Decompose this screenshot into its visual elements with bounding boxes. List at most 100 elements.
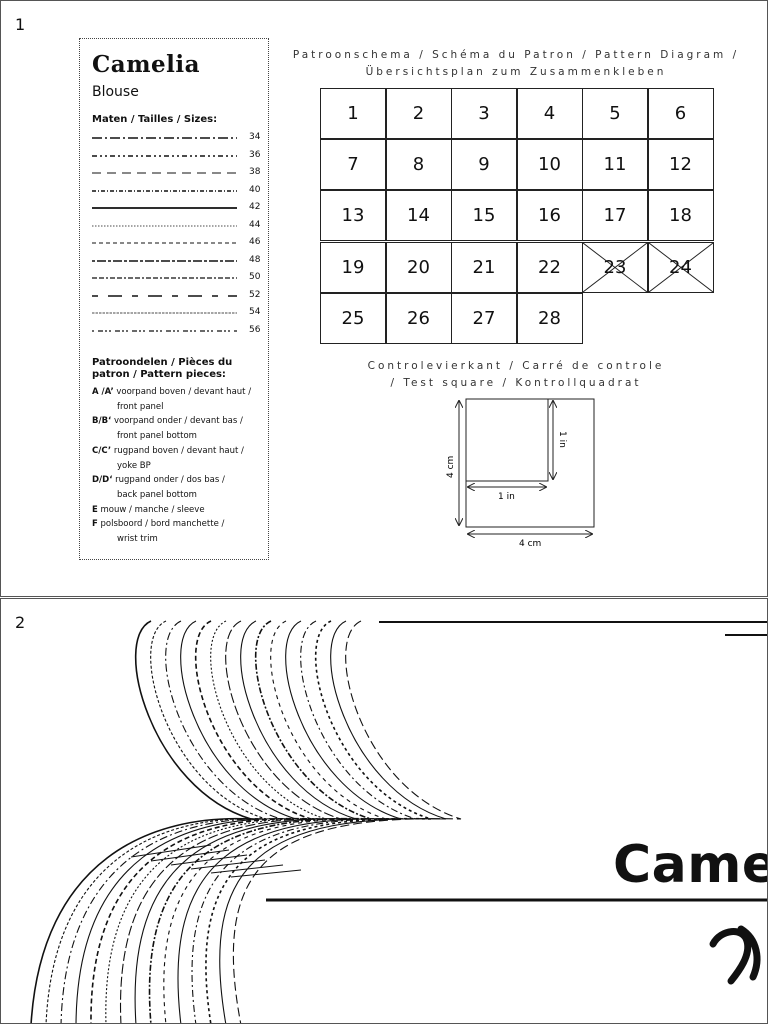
page-number: 1 — [15, 15, 26, 34]
grid-cell-number: 22 — [538, 256, 561, 278]
grid-cell-number: 15 — [472, 205, 496, 227]
pattern-curve-line — [163, 620, 387, 1023]
piece-description: rugpand onder / dos bas / — [115, 475, 225, 486]
grid-cell-17: 17 — [582, 190, 648, 242]
size-line-40: 40 — [92, 183, 264, 201]
pattern-curve-line — [232, 620, 462, 1023]
label-1in-vertical: 1 in — [557, 431, 567, 448]
size-number: 46 — [249, 237, 261, 247]
size-line-stroke — [92, 137, 237, 139]
grid-cell-number: 3 — [478, 103, 490, 124]
grid-cell-20: 20 — [385, 241, 452, 293]
size-line-52: 52 — [92, 288, 264, 306]
pattern-page-1: 1 Camelia Blouse Maten / Tailles / Sizes… — [0, 0, 768, 597]
size-number: 56 — [249, 324, 261, 335]
grid-cell-number: 7 — [347, 154, 359, 176]
grid-cell-number: 10 — [538, 154, 561, 176]
size-number: 40 — [249, 184, 261, 195]
grid-cell-number: 28 — [538, 307, 561, 329]
grid-cell-26: 26 — [385, 292, 452, 344]
size-number: 54 — [249, 307, 261, 317]
diagram-heading-line2: Übersichtsplan zum Zusammenkleben — [365, 66, 667, 78]
size-number: 42 — [249, 202, 261, 212]
size-line-stroke — [92, 259, 237, 262]
grid-cell-23: 23 — [582, 241, 648, 293]
piece-description: voorpand onder / devant bas / — [114, 416, 243, 427]
pattern-piece-item: D/D‘ rugpand onder / dos bas / — [92, 473, 267, 488]
pattern-curve-line — [177, 620, 402, 1023]
diagram-heading-line1: Patroonschema / Schéma du Patron / Patte… — [292, 49, 740, 61]
piece-code: E — [92, 504, 98, 515]
pattern-page-2: 2 Camel — [0, 598, 768, 1024]
size-line-stroke — [92, 225, 237, 226]
square-1in-outline — [465, 398, 549, 482]
grid-cell-16: 16 — [516, 190, 583, 242]
label-1in-horizontal: 1 in — [498, 492, 515, 502]
size-legend-panel: Camelia Blouse Maten / Tailles / Sizes: … — [79, 38, 269, 560]
grid-cell-6: 6 — [647, 88, 714, 139]
grid-cell-10: 10 — [516, 139, 583, 191]
pattern-subtitle: Blouse — [92, 84, 139, 100]
piece-code: B/B‘ — [92, 416, 112, 427]
test-square-heading-line2: / Test square / Kontrollquadrat — [390, 377, 642, 389]
size-line-stroke — [92, 277, 237, 279]
pattern-curve-line — [30, 620, 252, 1023]
pattern-curve-line — [148, 620, 372, 1023]
grid-cell-24: 24 — [647, 241, 714, 293]
grid-cell-number: 17 — [603, 205, 627, 227]
grid-cell-14: 14 — [385, 190, 452, 242]
grid-cell-13: 13 — [320, 190, 386, 242]
test-square: 4 cm 1 in 1 in 4 cm — [446, 398, 595, 549]
grid-cell-9: 9 — [451, 139, 517, 191]
size-line-stroke — [92, 329, 237, 332]
cross-out-mark — [648, 242, 713, 292]
size-number: 50 — [249, 272, 261, 282]
piece-description: voorpand boven / devant haut / — [116, 387, 252, 397]
test-square-heading: Controlevierkant / Carré de controle / T… — [321, 358, 711, 392]
pattern-pieces-label: Patroondelen / Pièces du patron / Patter… — [92, 357, 233, 380]
size-line-stroke — [92, 312, 237, 314]
piece-description-line2: back panel bottom — [117, 489, 197, 500]
piece-description-line2: wrist trim — [117, 534, 158, 545]
grid-cell-8: 8 — [385, 139, 452, 191]
grid-cell-11: 11 — [582, 139, 648, 191]
pattern-curve-line — [60, 620, 282, 1023]
grid-cell-25: 25 — [320, 292, 386, 344]
test-square-heading-line1: Controlevierkant / Carré de controle — [367, 360, 665, 372]
grid-cell-number: 13 — [341, 205, 365, 227]
page-number: 2 — [15, 613, 26, 632]
piece-code: C/C’ — [92, 445, 112, 456]
sizes-label: Maten / Tailles / Sizes: — [92, 114, 218, 125]
piece-description: mouw / manche / sleeve — [100, 504, 205, 515]
grid-cell-3: 3 — [451, 88, 517, 139]
pattern-cross-line — [150, 849, 230, 862]
grid-cell-1: 1 — [320, 88, 386, 139]
size-number: 44 — [249, 219, 261, 230]
pattern-cross-line — [190, 859, 266, 870]
piece-description-line2: yoke BP — [117, 460, 151, 471]
grid-cell-number: 18 — [669, 205, 692, 227]
grid-cell-15: 15 — [451, 190, 517, 242]
piece-code: F — [92, 519, 98, 530]
grid-cell-22: 22 — [516, 241, 583, 293]
square-4cm-outline — [465, 398, 595, 528]
grid-cell-7: 7 — [320, 139, 386, 191]
grid-cell-number: 20 — [407, 256, 430, 278]
grid-cell-number: 16 — [538, 205, 561, 227]
label-4cm-vertical: 4 cm — [446, 456, 456, 478]
piece-code: A /A’ — [92, 387, 114, 397]
pattern-piece-item: E mouw / manche / sleeve — [92, 503, 267, 518]
size-number: 36 — [249, 149, 261, 160]
grid-cell-5: 5 — [582, 88, 648, 139]
pattern-curve-line — [205, 620, 432, 1023]
size-line-56: 56 — [92, 323, 264, 341]
size-number: 34 — [249, 132, 261, 142]
page2-title: Camel — [613, 835, 767, 895]
piece-description-line2: front panel bottom — [117, 431, 197, 442]
grid-cell-21: 21 — [451, 241, 517, 293]
grid-cell-number: 8 — [412, 154, 425, 176]
size-line-38: 38 — [92, 165, 264, 183]
pattern-cross-line — [130, 844, 212, 858]
grid-cell-number: 4 — [543, 103, 556, 124]
